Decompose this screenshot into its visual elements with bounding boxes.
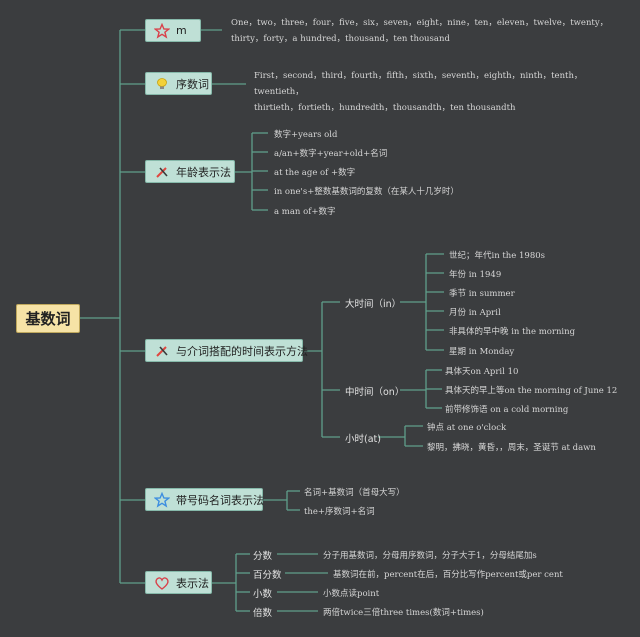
cardinal-list: One，two，three，four，five，six，seven，eight，…: [231, 15, 631, 47]
branch-ordinal[interactable]: 序数词: [145, 72, 212, 95]
expression-label[interactable]: 倍数: [253, 608, 273, 619]
light-bulb-icon: [154, 76, 170, 92]
branch-age[interactable]: 年龄表示法: [145, 160, 235, 183]
star-icon: [154, 22, 170, 39]
expression-label[interactable]: 百分数: [253, 570, 282, 581]
branch-label: 序数词: [176, 77, 209, 91]
numbered-noun-item: 名词+基数词（首母大写）: [304, 488, 405, 498]
expression-text: 基数词在前，percent在后，百分比写作percent或per cent: [333, 570, 563, 580]
time-item: 钟点 at one o'clock: [427, 423, 507, 433]
root-node[interactable]: 基数词: [16, 304, 80, 333]
branch-time-prepositions[interactable]: 与介词搭配的时间表示方法: [145, 339, 308, 362]
numbered-noun-item: the+序数词+名词: [304, 507, 375, 517]
text-line: First，second，third，fourth，fifth，sixth，se…: [254, 71, 583, 97]
time-item: 月份 in April: [449, 308, 501, 318]
time-item: 黎明，拂晓，黄昏，，周末，圣诞节 at dawn: [427, 443, 596, 453]
group-label-at[interactable]: 小时(at): [345, 434, 381, 445]
expression-text: 小数点读point: [323, 589, 380, 599]
age-item: in one's+整数基数词的复数（在某人十几岁时）: [274, 187, 459, 197]
tools-icon: [154, 343, 170, 359]
group-label-on[interactable]: 中时间（on）: [345, 387, 405, 398]
star-icon: [154, 491, 170, 508]
branch-label: m: [176, 24, 187, 37]
time-item: 前带修饰语 on a cold morning: [445, 405, 569, 415]
time-item: 非具体的早中晚 in the morning: [449, 327, 576, 337]
age-item: at the age of +数字: [274, 168, 356, 178]
tools-icon: [154, 164, 170, 180]
expression-text: 两倍twice三倍three times(数词+times): [323, 608, 484, 618]
age-item: 数字+years old: [274, 130, 338, 140]
time-item: 季节 in summer: [449, 289, 515, 299]
branch-label: 表示法: [176, 576, 209, 590]
time-item: 星期 in Monday: [449, 347, 515, 357]
branch-expressions[interactable]: 表示法: [145, 571, 212, 594]
branch-cardinal[interactable]: m: [145, 19, 201, 42]
time-item: 具体天on April 10: [445, 367, 519, 377]
expression-label[interactable]: 分数: [253, 551, 273, 562]
group-label-in[interactable]: 大时间（in）: [345, 299, 402, 310]
heart-icon: [154, 575, 170, 591]
expression-label[interactable]: 小数: [253, 589, 273, 600]
text-line: One，two，three，four，five，six，seven，eight，…: [231, 18, 609, 28]
branch-label: 带号码名词表示法: [176, 493, 264, 507]
ordinal-list: First，second，third，fourth，fifth，sixth，se…: [254, 68, 624, 116]
age-item: a man of+数字: [274, 207, 336, 217]
text-line: thirty，forty，a hundred，thousand，ten thou…: [231, 34, 450, 44]
branch-label: 年龄表示法: [176, 165, 231, 179]
expression-text: 分子用基数词，分母用序数词，分子大于1，分母结尾加s: [323, 551, 537, 561]
text-line: thirtieth，fortieth，hundredth，thousandth，…: [254, 103, 516, 113]
time-item: 年份 in 1949: [449, 270, 502, 280]
time-item: 世纪；年代in the 1980s: [449, 251, 546, 261]
age-item: a/an+数字+year+old+名词: [274, 149, 388, 159]
branch-numbered-nouns[interactable]: 带号码名词表示法: [145, 488, 264, 511]
branch-label: 与介词搭配的时间表示方法: [176, 344, 308, 358]
time-item: 具体天的早上等on the morning of June 12: [445, 386, 618, 396]
